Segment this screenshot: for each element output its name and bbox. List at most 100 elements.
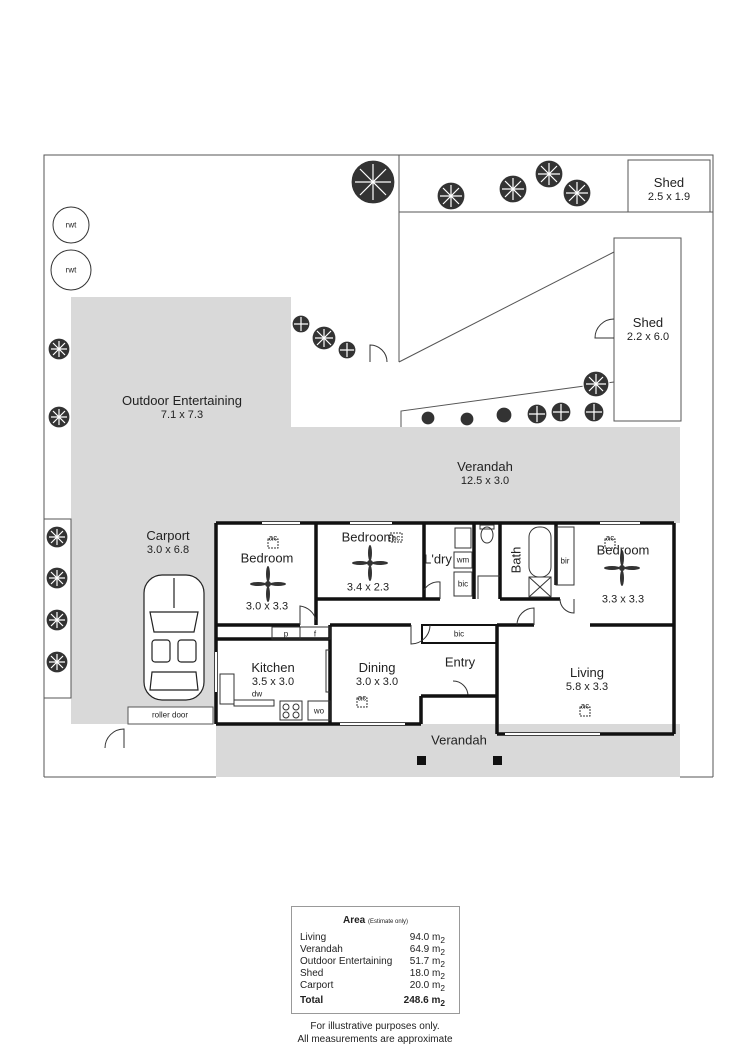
tree-icon	[350, 159, 396, 205]
area-value-number: 94.0	[409, 932, 430, 943]
laundry-trough	[454, 527, 472, 549]
room-kitchen: Kitchen 3.5 x 3.0	[251, 660, 295, 689]
room-dims: 3.0 x 3.3	[245, 600, 289, 613]
rwt-tank-1	[52, 206, 90, 244]
bir-label: bir	[560, 556, 570, 566]
tree-icon	[526, 403, 548, 425]
tree-icon	[498, 174, 528, 204]
car-icon	[143, 574, 205, 701]
bath-tub	[528, 526, 552, 578]
room-bath: Bath	[508, 546, 524, 574]
room-dims: 3.3 x 3.3	[601, 593, 645, 606]
wall-oven	[307, 700, 331, 721]
room-dims: 3.0 x 6.8	[146, 544, 190, 557]
area-row-name: Carport	[300, 980, 334, 991]
room-shed-right: Shed 2.2 x 6.0	[626, 315, 670, 344]
area-unit: m	[432, 956, 441, 967]
area-note: (Estimate only)	[368, 919, 409, 925]
room-living: Living 5.8 x 3.3	[566, 665, 608, 694]
dishwasher-label: dw	[251, 689, 263, 699]
cooktop	[279, 700, 303, 721]
trees	[45, 159, 610, 674]
area-unit: m	[432, 968, 441, 979]
room-dims: 3.0 x 3.0	[355, 676, 399, 689]
tree-icon	[550, 401, 572, 423]
room-name: Dining	[358, 660, 396, 676]
interior-doors	[299, 575, 575, 693]
disclaimer-line-2: All measurements are approximate	[297, 1034, 453, 1045]
area-title-text: Area	[342, 915, 366, 926]
bic-label: bic	[453, 629, 465, 639]
tree-icon	[45, 650, 69, 674]
room-dims: 3.5 x 3.0	[251, 676, 295, 689]
room-name: Carport	[146, 528, 190, 544]
tree-icon	[291, 314, 311, 334]
area-row: Verandah 64.9 m2	[300, 944, 459, 957]
outdoor-entertaining-area	[71, 297, 680, 724]
bir-robe	[555, 526, 575, 586]
area-row-name: Verandah	[300, 944, 343, 955]
shed-right-outline	[613, 237, 682, 422]
rwt-tank-2	[50, 249, 92, 291]
room-name: Shed	[653, 175, 685, 191]
room-name: Outdoor Entertaining	[122, 393, 242, 409]
room-name: Bedroom	[341, 529, 395, 545]
tree-icon	[562, 178, 592, 208]
fixtures-lines	[50, 206, 616, 721]
wm-label: wm	[456, 555, 470, 565]
fridge	[299, 626, 331, 640]
tree-icon	[420, 410, 436, 426]
room-dining: Dining 3.0 x 3.0	[355, 660, 399, 689]
room-shed-top: Shed 2.5 x 1.9	[647, 175, 691, 204]
room-name: Shed	[632, 315, 664, 331]
tree-icon	[583, 401, 605, 423]
room-outdoor-entertaining: Outdoor Entertaining 7.1 x 7.3	[122, 393, 242, 422]
tree-icon	[311, 325, 337, 351]
area-row-value: 64.9 m2	[409, 944, 445, 957]
rwt-label: rwt	[65, 220, 77, 230]
roller-door	[127, 706, 214, 725]
fridge-label: f	[313, 629, 317, 639]
area-row-value: 18.0 m2	[409, 968, 445, 981]
room-verandah-top: Verandah 12.5 x 3.0	[457, 459, 513, 488]
fan-icon	[604, 550, 640, 586]
tree-icon	[47, 405, 71, 429]
kitchen-sink	[219, 673, 235, 705]
ac-label: ac	[391, 533, 401, 543]
ac-label: ac	[605, 533, 615, 543]
room-dims: 3.4 x 2.3	[346, 581, 390, 594]
verandah-post	[417, 756, 426, 765]
area-value-number: 64.9	[409, 944, 430, 955]
tree-icon	[45, 525, 69, 549]
area-row-name: Living	[300, 932, 327, 943]
shed-top-outline	[627, 159, 711, 213]
area-row-name: Shed	[300, 968, 324, 979]
area-total-number: 248.6	[403, 995, 429, 1006]
area-unit: m	[431, 995, 441, 1006]
room-bedroom-1: Bedroom	[241, 551, 294, 567]
area-value-number: 20.0	[409, 980, 430, 991]
room-entry: Entry	[445, 655, 475, 671]
room-bedroom-1-dims: 3.0 x 3.3	[246, 601, 288, 614]
area-value-number: 18.0	[409, 968, 430, 979]
ac-label: ac	[580, 701, 590, 711]
room-dims: 2.5 x 1.9	[647, 191, 691, 204]
disclaimer: For illustrative purposes only. All meas…	[297, 1020, 452, 1046]
boundary-lines	[43, 154, 714, 778]
room-dims: 12.5 x 3.0	[460, 475, 510, 488]
area-title: Area (Estimate only)	[292, 915, 459, 926]
wall-oven-label: wo	[313, 706, 325, 716]
tree-icon	[459, 411, 475, 427]
verandah-post	[493, 756, 502, 765]
room-dims: 2.2 x 6.0	[626, 331, 670, 344]
area-value-number: 51.7	[409, 956, 430, 967]
area-total-value: 248.6 m2	[403, 995, 445, 1008]
ceiling-fans	[250, 545, 640, 602]
room-dims: 7.1 x 7.3	[160, 409, 204, 422]
room-name: Verandah	[431, 732, 487, 748]
room-bedroom-3-dims: 3.3 x 3.3	[602, 594, 644, 607]
room-verandah-bottom: Verandah	[431, 732, 487, 749]
